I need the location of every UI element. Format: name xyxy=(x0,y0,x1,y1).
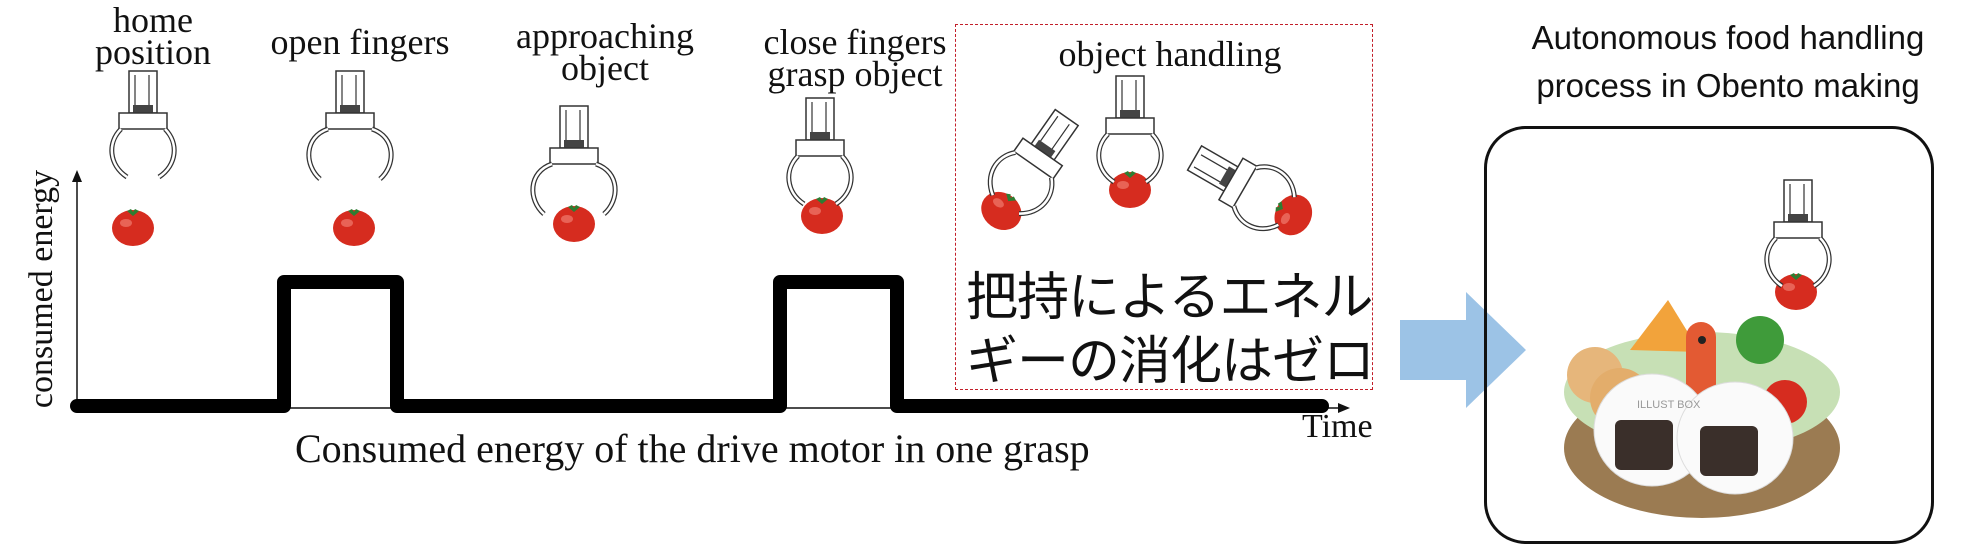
stage-home-illustration xyxy=(112,70,174,246)
energy-signal-line xyxy=(70,275,1329,413)
illust-box-watermark: ILLUST BOX xyxy=(1637,399,1701,411)
obento-panel: ILLUST BOX xyxy=(1484,126,1934,544)
x-axis-arrow xyxy=(1338,403,1350,413)
stage-label-approach: approaching object xyxy=(516,16,694,88)
zero-energy-note: 把持によるエネル ギーの消化はゼロ xyxy=(966,268,1375,392)
stage-approach-illustration xyxy=(533,105,615,242)
bento-illustration xyxy=(1564,300,1840,518)
stage-label-open: open fingers xyxy=(270,22,450,62)
stage-open-illustration xyxy=(309,70,391,246)
y-axis-arrow xyxy=(72,170,82,182)
stage-label-home: home position xyxy=(94,0,211,72)
x-axis-label: Time xyxy=(1302,408,1373,445)
figure-caption: Consumed energy of the drive motor in on… xyxy=(295,426,1090,471)
object-handling-box xyxy=(955,24,1373,390)
process-arrow xyxy=(1400,292,1526,408)
stage-label-handling: object handling xyxy=(1058,34,1282,74)
stage-label-grasp: close fingers grasp object xyxy=(763,22,947,94)
right-panel-title: Autonomous food handling process in Oben… xyxy=(1531,19,1925,104)
y-axis-label: consumed energy xyxy=(23,169,60,409)
stage-grasp-illustration xyxy=(789,97,851,234)
